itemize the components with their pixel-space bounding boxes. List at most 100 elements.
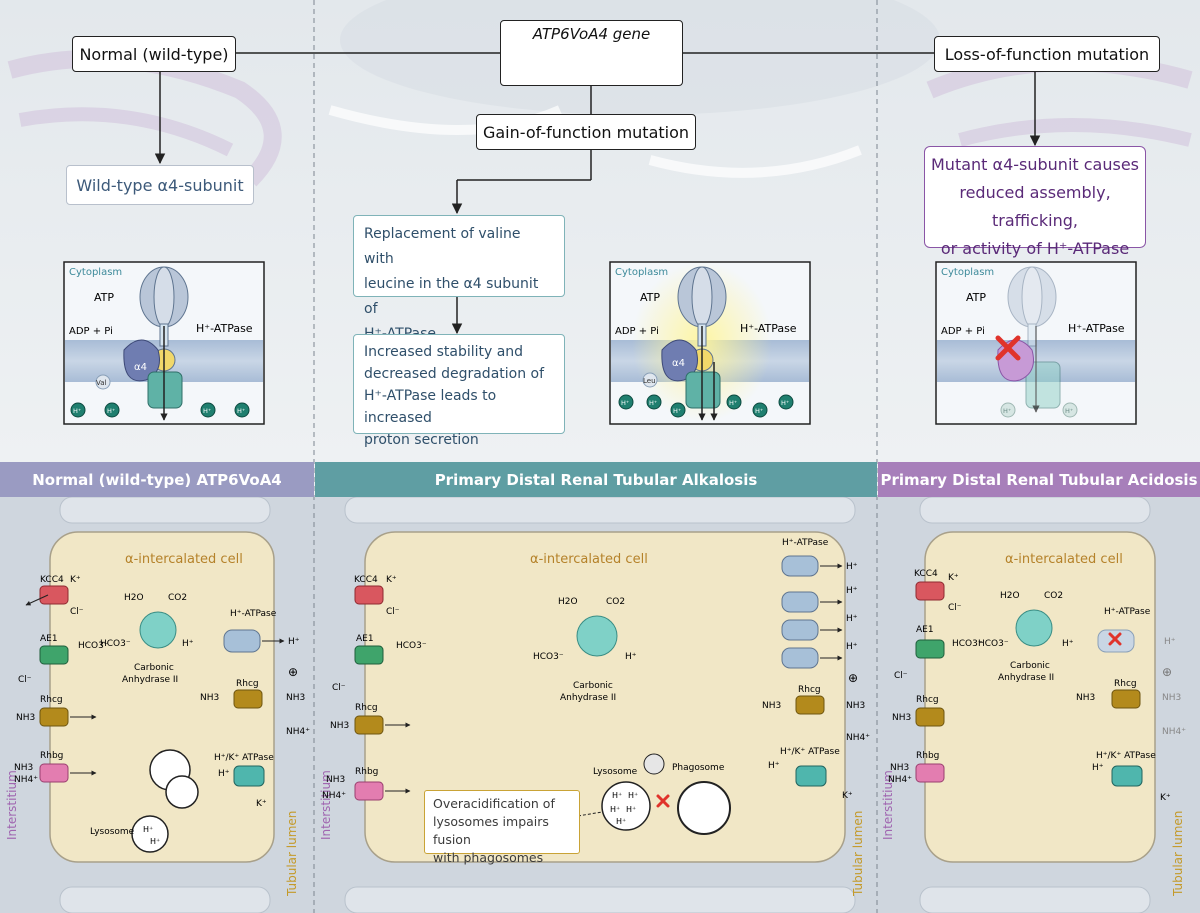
panel-atp-label: ATP [94,291,114,304]
ae1-channel [354,645,384,665]
overacidification-box: Overacidification of lysosomes impairs f… [424,790,580,865]
overacid-line: with phagosomes [433,850,544,865]
hplus-label: H⁺ [846,642,858,652]
kcc4-channel [915,581,945,601]
hk-atpase-pump [1111,765,1143,787]
lysosome-icon [131,815,169,853]
atpase-label: H⁺-ATPase [230,609,277,619]
band-normal: Normal (wild-type) ATP6VoA4 [0,462,314,497]
stability-line: proton secretion [364,432,479,448]
rhcg-apical-channel [1111,689,1141,709]
panel-hplus-label: H⁺ [621,399,629,407]
kcc4-label: KCC4 [914,569,938,579]
panel-adp-label: ADP + Pi [941,326,985,337]
band-alkalosis: Primary Distal Renal Tubular Alkalosis [315,462,877,497]
gene-box: ATP6VoA4 gene [500,20,683,86]
cell-alkalosis: α-intercalated cell Interstitium Tubular… [319,531,870,897]
cell-title: α-intercalated cell [530,552,648,567]
mutant-line: reduced assembly, trafficking, [959,183,1111,230]
nh3-label: NH3 [330,721,349,731]
co2-label: CO2 [606,597,625,607]
hplus-label: H⁺ [218,769,230,779]
nh4-label: NH4⁺ [322,791,346,801]
nh3-label: NH3 [286,693,305,703]
rhcg-label: Rhcg [355,703,378,713]
nh4-label: NH4⁺ [846,733,870,743]
co2-label: CO2 [1044,591,1063,601]
hplus-label: H⁺ [628,791,638,800]
panel-cytoplasm-label: Cytoplasm [615,267,668,278]
rhcg-apical-channel [795,695,825,715]
phagosome-icon [165,775,199,809]
rhbg-channel [915,763,945,783]
kplus-label: K⁺ [386,575,397,585]
h2o-label: H2O [124,593,144,603]
panel-loss-of-function-atpase: Cytoplasm ATP ADP + Pi H⁺-ATPase H⁺ H⁺ [935,261,1137,425]
gain-of-function-label: Gain-of-function mutation [482,122,690,142]
atpase-blocked-x-icon [1108,632,1122,646]
hplus-label: H⁺ [616,817,626,826]
rhcg-channel [354,715,384,735]
tubular-lumen-label: Tubular lumen [285,811,299,897]
replacement-box: Replacement of valine with leucine in th… [353,215,565,342]
panel-atp-label: ATP [640,291,660,304]
ae1-channel [39,645,69,665]
ae1-label: AE1 [916,625,934,635]
cell-normal: α-intercalated cell Interstitium Tubular… [5,531,310,897]
panel-hplus-label: H⁺ [237,407,245,415]
panel-cytoplasm-label: Cytoplasm [69,267,122,278]
ae1-label: AE1 [40,634,58,644]
hplus-label: H⁺ [612,791,622,800]
rhcg-apical-channel [233,689,263,709]
rhbg-channel [354,781,384,801]
kplus-label: K⁺ [948,573,959,583]
rhbg-label: Rhbg [355,767,378,777]
hplus-label: H⁺ [625,652,637,662]
phagosome-label: Phagosome [672,763,725,773]
anhydrase-label: Anhydrase II [122,675,178,685]
normal-wild-type-box: Normal (wild-type) [72,36,236,72]
hplus-label: H⁺ [182,639,194,649]
kcc4-channel [354,585,384,605]
rhbg-label: Rhbg [916,751,939,761]
gene-label: ATP6VoA4 gene [532,25,651,43]
hplus-label: H⁺ [610,805,620,814]
panel-hplus-label: H⁺ [1003,407,1011,415]
interstitium-label: Interstitium [319,770,333,840]
hk-atpase-label: H⁺/K⁺ ATPase [1096,751,1156,761]
interstitium-label: Interstitium [881,770,895,840]
rhcg-channel [39,707,69,727]
phagosome-icon [677,781,731,835]
carbonic-label: Carbonic [134,663,174,673]
kplus-label: K⁺ [1160,793,1171,803]
panel-atp-label: ATP [966,291,986,304]
cl-label: Cl⁻ [332,683,346,693]
stability-line: H⁺-ATPase leads to increased [364,388,497,426]
panel-hplus-label: H⁺ [729,399,737,407]
nh3-label: NH3 [16,713,35,723]
plus-symbol: ⊕ [848,671,858,685]
h2o-label: H2O [558,597,578,607]
cl-label: Cl⁻ [894,671,908,681]
nh3-label: NH3 [762,701,781,711]
replacement-line: Replacement of valine with [364,226,521,267]
cl-label: Cl⁻ [948,603,962,613]
hk-atpase-pump [795,765,827,787]
panel-alpha4-label: α4 [134,362,147,373]
band-acidosis: Primary Distal Renal Tubular Acidosis [878,462,1200,497]
hplus-label: H⁺ [626,805,636,814]
kplus-label: K⁺ [842,791,853,801]
panel-hplus-label: H⁺ [781,399,789,407]
rhcg-channel [915,707,945,727]
panel-adp-label: ADP + Pi [615,326,659,337]
lysosome-icon [601,781,651,831]
tubular-lumen-label: Tubular lumen [851,811,865,897]
hco3-label: HCO3⁻ [100,639,131,649]
panel-gain-of-function-atpase: Cytoplasm ATP ADP + Pi H⁺-ATPase α4 Leu … [609,261,811,425]
panel-atpase-label: H⁺-ATPase [196,322,253,335]
hplus-label: H⁺ [768,761,780,771]
plus-symbol: ⊕ [288,665,298,679]
panel-hplus-label: H⁺ [673,407,681,415]
panel-alpha4-label: α4 [672,358,685,369]
loss-of-function-label: Loss-of-function mutation [944,44,1150,64]
